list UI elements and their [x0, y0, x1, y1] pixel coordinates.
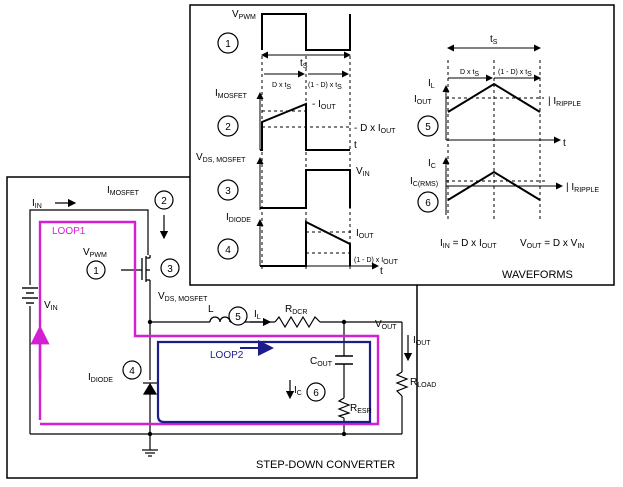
v-pwm-waveform [261, 13, 351, 51]
i-out-5-label: IOUT [414, 94, 432, 106]
loop1-path [38, 220, 380, 426]
i-ripple-5-label: | IRIPPLE [548, 96, 581, 108]
ground-symbol [142, 449, 158, 457]
ts-label: tS [300, 58, 308, 70]
inductor-symbol [209, 316, 231, 323]
marker-2-wave: 2 [225, 122, 231, 133]
v-ds-label: VDS, MOSFET [158, 291, 208, 303]
i-diode-label: IDIODE [88, 372, 113, 384]
loop2-label: LOOP2 [210, 350, 244, 361]
resistor-esr-symbol [337, 397, 351, 419]
waveforms-title: WAVEFORMS [502, 269, 573, 281]
resistor-load-symbol [395, 371, 409, 397]
t-label-5: t [563, 138, 566, 149]
marker-5-wave: 5 [425, 122, 431, 133]
i-c-label: IC [294, 385, 302, 397]
r-load-label: RLOAD [410, 377, 436, 389]
one-minus-d-iout-label: (1 - D) x IOUT [354, 257, 399, 266]
marker-1-wave: 1 [225, 39, 231, 50]
diode-symbol [142, 382, 158, 395]
i-in-label: IIN [32, 198, 42, 210]
marker-2-circuit: 2 [161, 196, 167, 207]
circuit-markers [86, 190, 326, 402]
d-ts-label: D x tS [272, 82, 291, 91]
i-l-label: IL [254, 309, 261, 321]
i-l-wave-label: IL [428, 78, 435, 90]
v-pwm-wave-label: VPWM [232, 9, 256, 21]
one-minus-d-ts-label: (1 - D) x tS [308, 82, 342, 91]
i-diode-waveform [260, 220, 351, 267]
one-minus-d-ts-right-label: (1 - D) x tS [498, 69, 532, 78]
t-label-2: t [354, 140, 357, 151]
i-out-2-label: - IOUT [312, 99, 336, 111]
waveforms-panel: VPWM tS D x tS (1 - D) x tS IMOSFET - IO… [189, 4, 615, 286]
marker-4-circuit: 4 [129, 366, 135, 377]
i-c-waveform [447, 170, 541, 201]
i-diode-wave-label: IDIODE [226, 212, 251, 224]
ts-right-label: tS [490, 34, 498, 46]
i-out-label: IOUT [413, 335, 431, 347]
i-ripple-6-label: | IRIPPLE [566, 182, 599, 194]
marker-1-circuit: 1 [93, 266, 99, 277]
loop1-label: LOOP1 [52, 226, 86, 237]
inductor-label: L [208, 304, 214, 315]
i-c-wave-label: IC [428, 158, 436, 170]
v-pwm-label: VPWM [83, 247, 107, 259]
i-l-waveform [447, 82, 541, 113]
battery-symbol [22, 287, 38, 304]
marker-6-circuit: 6 [313, 388, 319, 399]
circuit-nodes [147, 319, 347, 437]
i-mosfet-wave-label: IMOSFET [215, 88, 248, 100]
v-in-wave-label: VIN [356, 166, 370, 178]
marker-3-circuit: 3 [167, 264, 173, 275]
v-ds-wave-label: VDS, MOSFET [196, 152, 246, 164]
mosfet-symbol [141, 255, 151, 282]
i-mosfet-waveform [260, 102, 350, 151]
r-dcr-label: RDCR [285, 304, 307, 316]
v-in-label: VIN [44, 300, 58, 312]
v-out-label: VOUT [375, 319, 397, 331]
t-label-4: t [380, 266, 383, 277]
capacitor-symbol [335, 355, 353, 365]
circuit-wiring [29, 209, 403, 450]
marker-3-wave: 3 [225, 186, 231, 197]
i-c-rms-label: IC(RMS) [410, 176, 438, 188]
marker-4-wave: 4 [225, 245, 231, 256]
step-down-converter-title: STEP-DOWN CONVERTER [256, 459, 395, 471]
d-ts-right-label: D x tS [460, 69, 479, 78]
waveform-markers [217, 32, 439, 260]
marker-6-wave: 6 [425, 198, 431, 209]
i-mosfet-label: IMOSFET [107, 185, 140, 197]
equation-iin: IIN = D x IOUT [440, 238, 497, 250]
equation-vout: VOUT = D x VIN [520, 238, 584, 250]
r-esr-label: RESR [350, 403, 372, 415]
v-ds-waveform [260, 169, 351, 209]
i-out-4-label: IOUT [356, 228, 374, 240]
d-iout-label: - D x IOUT [354, 123, 396, 135]
c-out-label: COUT [310, 356, 333, 368]
loop2-path [156, 340, 372, 424]
resistor-dcr-symbol [274, 315, 321, 329]
marker-5-circuit: 5 [235, 312, 241, 323]
